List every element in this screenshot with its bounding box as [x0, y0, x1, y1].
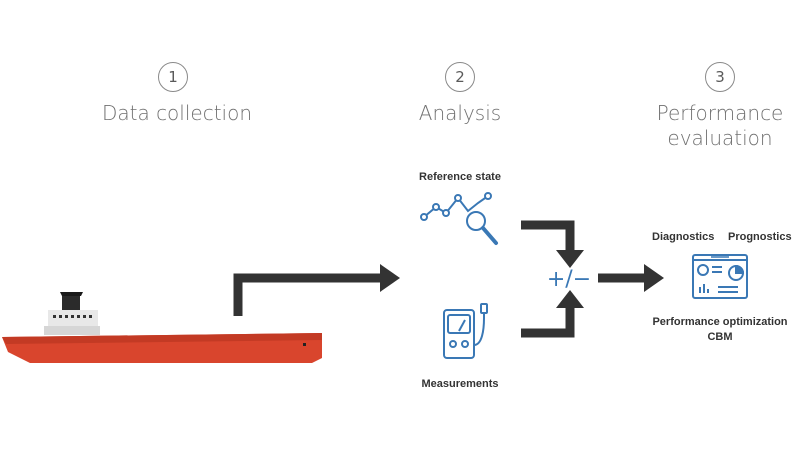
step-1-title: Data collection: [101, 101, 253, 125]
ship-icon: [2, 292, 322, 363]
performance-optimization-label: Performance optimization: [652, 316, 788, 328]
reference-state-label: Reference state: [419, 171, 501, 183]
cbm-label: CBM: [707, 331, 733, 343]
measurements-label: Measurements: [421, 378, 499, 390]
step-2-number: 2: [445, 62, 475, 92]
plus-minus-operator: +/−: [547, 267, 591, 292]
prognostics-label: Prognostics: [728, 231, 792, 243]
step-3-number: 3: [705, 62, 735, 92]
dashboard-icon: [692, 254, 748, 299]
step-3-title-line1: Performance: [656, 101, 784, 125]
diagnostics-label: Diagnostics: [652, 231, 715, 243]
step-1-number: 1: [158, 62, 188, 92]
step-3-title-line2: evaluation: [667, 126, 773, 150]
chart-magnifier-icon: [420, 192, 498, 245]
measurement-meter-icon: [443, 303, 488, 359]
step-2-title: Analysis: [418, 101, 502, 125]
